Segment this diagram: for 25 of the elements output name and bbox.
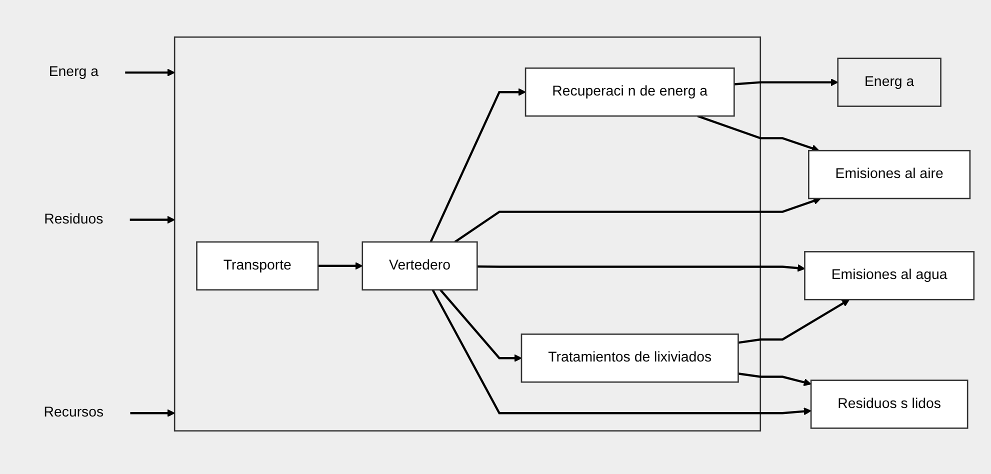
- node-box: [804, 250, 975, 300]
- node-box: [808, 150, 971, 200]
- arrow: [738, 299, 850, 344]
- node-box: [196, 241, 319, 290]
- arrow: [430, 88, 526, 242]
- node-box: [520, 333, 739, 383]
- node-box: [524, 67, 735, 117]
- arrow: [130, 216, 175, 224]
- arrow: [477, 264, 806, 272]
- node-box: [837, 58, 942, 107]
- node-text: Recursos: [44, 405, 104, 420]
- arrow: [697, 114, 820, 152]
- arrow: [130, 409, 175, 417]
- cluster: [174, 36, 762, 432]
- node-box: [810, 380, 968, 429]
- arrow: [125, 68, 175, 76]
- node-text: Residuos: [44, 212, 104, 227]
- arrow: [734, 78, 838, 86]
- arrow: [432, 289, 812, 416]
- node-box: [362, 241, 478, 290]
- arrow: [440, 289, 522, 362]
- arrow: [318, 262, 363, 270]
- arrow: [738, 372, 812, 386]
- arrow: [454, 197, 822, 243]
- node-text: Energ a: [48, 64, 99, 80]
